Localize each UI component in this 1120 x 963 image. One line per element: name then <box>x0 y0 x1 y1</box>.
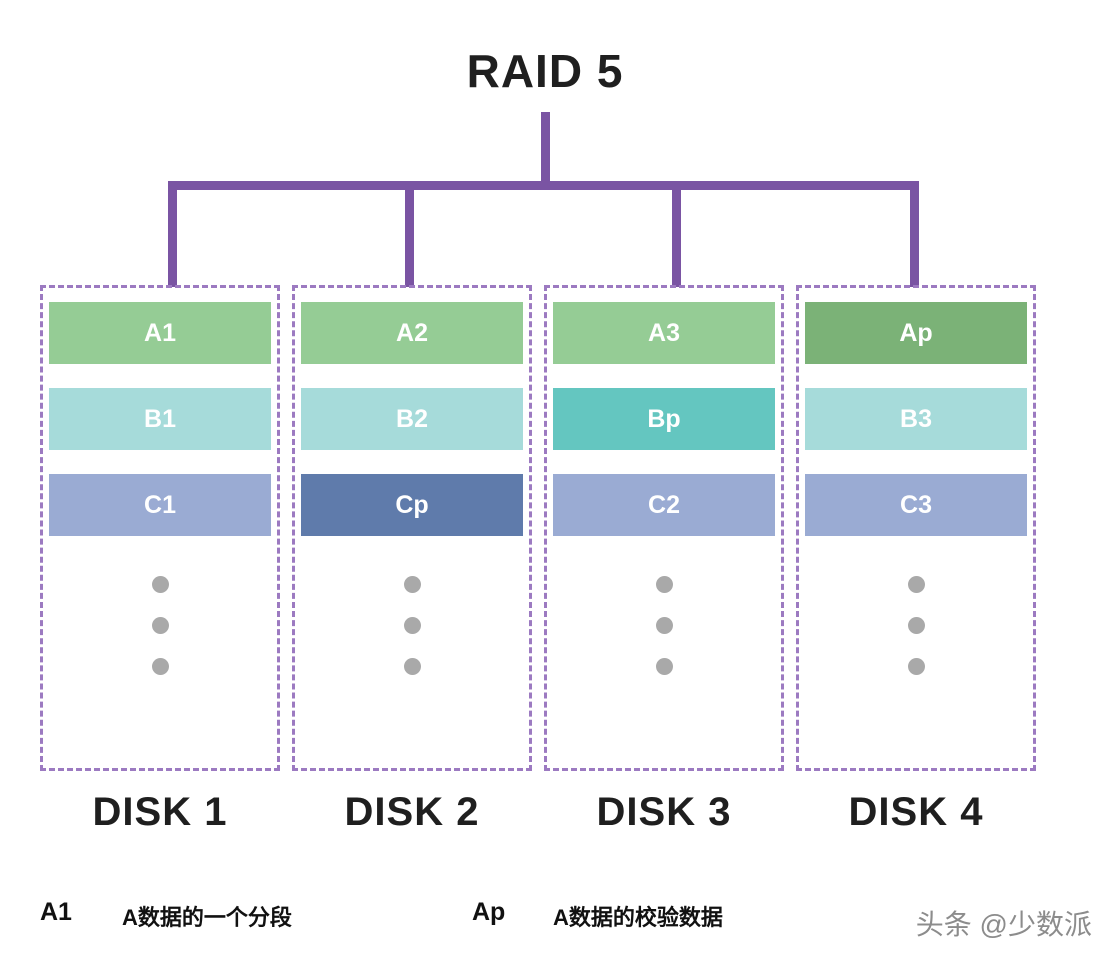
disk-label-2: DISK 2 <box>344 790 480 834</box>
block-c1: C1 <box>49 474 271 536</box>
connector-drop-disk1 <box>168 181 177 287</box>
block-c3: C3 <box>805 474 1027 536</box>
ellipsis-dot <box>403 617 421 634</box>
block-c2: C2 <box>553 474 775 536</box>
ellipsis-dots <box>547 576 781 675</box>
connector-stem <box>541 112 550 186</box>
disk-box-1: A1 B1 C1 <box>40 285 280 771</box>
ellipsis-dot <box>655 576 673 593</box>
block-a3: A3 <box>553 302 775 364</box>
diagram-title: RAID 5 <box>466 45 624 97</box>
legend-symbol-data: A1 <box>40 898 72 926</box>
ellipsis-dot <box>151 658 169 675</box>
connector-horizontal-bar <box>168 181 919 190</box>
block-b1: B1 <box>49 388 271 450</box>
disk-label-1: DISK 1 <box>92 790 228 834</box>
block-b2: B2 <box>301 388 523 450</box>
connector-drop-disk2 <box>405 181 414 287</box>
disk-label-4: DISK 4 <box>848 790 984 834</box>
ellipsis-dots <box>295 576 529 675</box>
ellipsis-dot <box>907 576 925 593</box>
watermark: 头条 @少数派 <box>915 909 1092 940</box>
block-ap: Ap <box>805 302 1027 364</box>
disk-box-4: Ap B3 C3 <box>796 285 1036 771</box>
ellipsis-dot <box>151 617 169 634</box>
disk-label-3: DISK 3 <box>596 790 732 834</box>
disk-box-3: A3 Bp C2 <box>544 285 784 771</box>
connector-drop-disk3 <box>672 181 681 287</box>
ellipsis-dot <box>403 658 421 675</box>
block-a1: A1 <box>49 302 271 364</box>
connector-drop-disk4 <box>910 181 919 287</box>
ellipsis-dot <box>151 576 169 593</box>
ellipsis-dot <box>403 576 421 593</box>
ellipsis-dot <box>655 617 673 634</box>
legend-text-data: A数据的一个分段 <box>122 905 292 930</box>
legend-symbol-parity: Ap <box>472 898 506 926</box>
ellipsis-dots <box>43 576 277 675</box>
block-a2: A2 <box>301 302 523 364</box>
legend-text-parity: A数据的校验数据 <box>553 905 723 930</box>
block-cp: Cp <box>301 474 523 536</box>
ellipsis-dot <box>655 658 673 675</box>
block-b3: B3 <box>805 388 1027 450</box>
ellipsis-dots <box>799 576 1033 675</box>
ellipsis-dot <box>907 617 925 634</box>
disk-box-2: A2 B2 Cp <box>292 285 532 771</box>
ellipsis-dot <box>907 658 925 675</box>
block-bp: Bp <box>553 388 775 450</box>
